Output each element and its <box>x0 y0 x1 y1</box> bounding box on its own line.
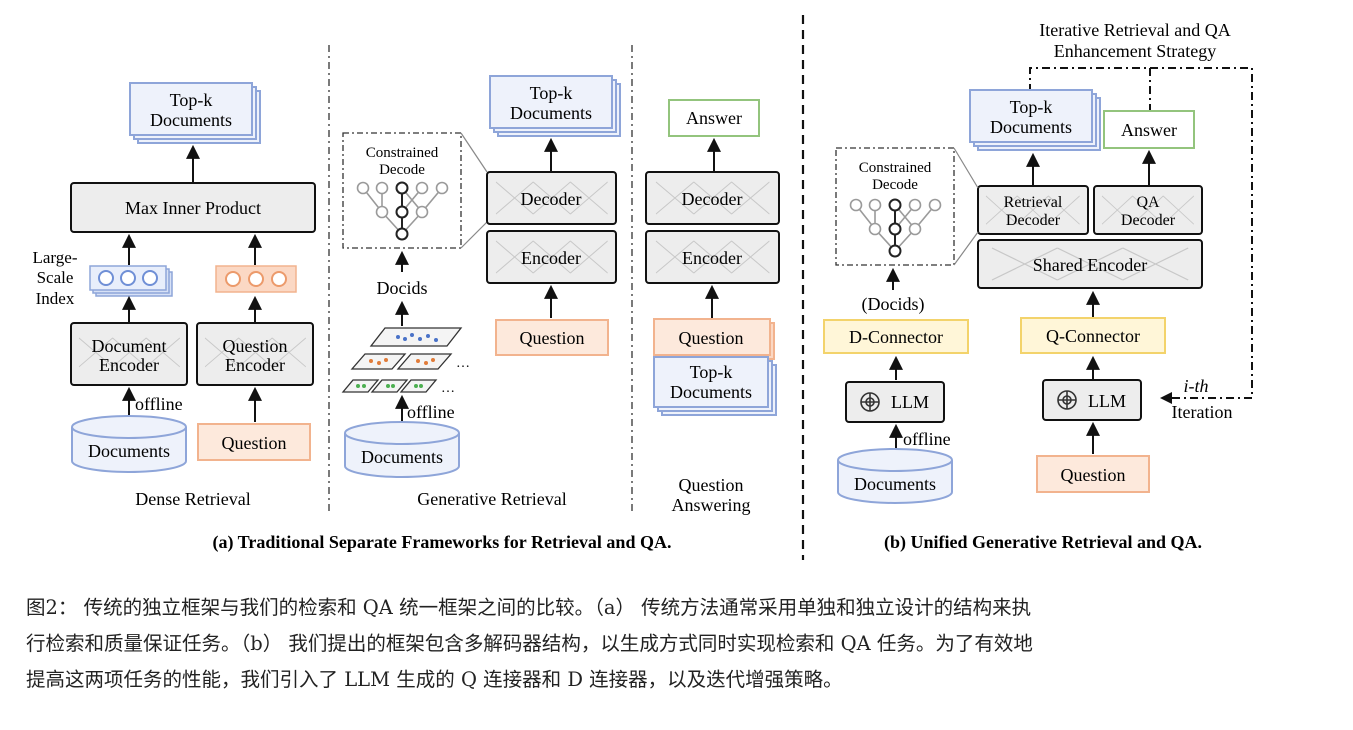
question-embedding <box>215 265 297 293</box>
qa-decoder-box-unified: QA Decoder <box>1093 185 1203 235</box>
unified-qa-decoder-line1: QA <box>1136 194 1160 211</box>
llm-box-left: LLM <box>845 381 945 423</box>
index-label-line3: Index <box>36 289 75 308</box>
unified-topk-line2: Documents <box>990 117 1072 137</box>
dense-offline-label: offline <box>135 394 183 414</box>
unified-constrained-decode: Constrained Decode <box>835 147 955 266</box>
strategy-title-line2: Enhancement Strategy <box>1054 41 1216 61</box>
docid-hierarchy-planes: … … <box>341 327 470 396</box>
qa-decoder-box: Decoder <box>645 171 780 225</box>
question-encoder-line1: Question <box>223 336 288 356</box>
subfigure-a-caption: (a) Traditional Separate Frameworks for … <box>213 532 672 553</box>
gen-constrained-line1: Constrained <box>366 145 439 161</box>
qa-encoder-box: Encoder <box>645 230 780 284</box>
gen-question-box: Question <box>495 319 609 356</box>
unified-docids-label: (Docids) <box>862 294 925 315</box>
qa-topk-documents: Top-k Documents <box>653 356 777 416</box>
dense-topk-line1: Top-k <box>170 90 213 110</box>
dense-retrieval-title: Dense Retrieval <box>135 489 250 509</box>
unified-constrained-line1: Constrained <box>859 160 932 176</box>
d-connector-label: D-Connector <box>849 327 943 347</box>
gen-topk-line2: Documents <box>510 103 592 123</box>
iteration-loop <box>1029 67 1253 399</box>
gen-decoder-label: Decoder <box>521 189 582 209</box>
qa-topk-line1: Top-k <box>690 362 733 382</box>
iteration-label: Iteration <box>1172 402 1233 422</box>
comparison-figure: Top-k Documents Max Inner Product Large-… <box>33 15 1253 560</box>
llm-logo-icon <box>1057 390 1077 410</box>
index-label-line1: Large- <box>33 248 78 267</box>
subfigure-b-caption: (b) Unified Generative Retrieval and QA. <box>884 532 1202 553</box>
unified-topk-documents: Top-k Documents <box>969 89 1101 151</box>
generative-retrieval-title: Generative Retrieval <box>417 489 566 509</box>
gen-topk-documents: Top-k Documents <box>489 75 621 137</box>
question-encoder-line2: Encoder <box>225 355 285 375</box>
dense-documents-label: Documents <box>88 441 170 461</box>
q-connector-box: Q-Connector <box>1020 317 1166 354</box>
gen-topk-line1: Top-k <box>530 83 573 103</box>
qa-encoder-label: Encoder <box>682 248 742 268</box>
unified-answer-box: Answer <box>1103 110 1195 149</box>
llm-right-label: LLM <box>1088 391 1126 411</box>
dense-documents-database: Documents <box>71 415 187 473</box>
caption-line-2: 行检索和质量保证任务。（b） 我们提出的框架包含多解码器结构，以生成方式同时实现… <box>26 632 1033 655</box>
strategy-title-line1: Iterative Retrieval and QA <box>1039 20 1230 40</box>
llm-logo-icon <box>860 392 880 412</box>
qa-title-line1: Question <box>679 475 744 495</box>
q-connector-label: Q-Connector <box>1046 326 1140 346</box>
index-label-line2: Scale <box>37 268 74 287</box>
gen-offline-label: offline <box>407 402 455 422</box>
caption-line-3: 提高这两项任务的性能，我们引入了 LLM 生成的 Q 连接器和 D 连接器，以及… <box>26 668 843 691</box>
dense-topk-documents: Top-k Documents <box>129 82 261 144</box>
retrieval-decoder-box: Retrieval Decoder <box>977 185 1089 235</box>
unified-constrained-line2: Decode <box>872 177 918 193</box>
qa-question-box: Question <box>653 318 775 360</box>
unified-answer-label: Answer <box>1121 120 1177 140</box>
qa-answer-box: Answer <box>668 99 760 137</box>
d-connector-box: D-Connector <box>823 319 969 354</box>
max-inner-product-label: Max Inner Product <box>125 198 261 218</box>
document-embedding-stack <box>89 265 173 297</box>
gen-constrained-line2: Decode <box>379 162 425 178</box>
unified-documents-label: Documents <box>854 474 936 494</box>
unified-qa-decoder-line2: Decoder <box>1121 212 1176 229</box>
gen-ellipsis-2: … <box>441 381 455 396</box>
unified-question-box: Question <box>1036 455 1150 493</box>
shared-encoder-box: Shared Encoder <box>977 239 1203 289</box>
qa-title-line2: Answering <box>672 495 751 515</box>
caption-line-1: 图2： 传统的独立框架与我们的检索和 QA 统一框架之间的比较。（a） 传统方法… <box>26 596 1032 619</box>
retrieval-decoder-line2: Decoder <box>1006 212 1061 229</box>
llm-left-label: LLM <box>891 392 929 412</box>
figure-caption: 图2： 传统的独立框架与我们的检索和 QA 统一框架之间的比较。（a） 传统方法… <box>26 590 1326 698</box>
document-encoder-box: Document Encoder <box>70 322 188 386</box>
retrieval-decoder-line1: Retrieval <box>1004 194 1063 211</box>
dense-question-box: Question <box>197 423 311 461</box>
unified-offline-label: offline <box>903 429 951 449</box>
question-encoder-box: Question Encoder <box>196 322 314 386</box>
gen-constrained-decode: Constrained Decode <box>342 132 462 249</box>
dense-question-label: Question <box>222 433 287 453</box>
gen-ellipsis-1: … <box>456 356 470 371</box>
qa-question-label: Question <box>679 328 744 348</box>
max-inner-product-box: Max Inner Product <box>70 182 316 233</box>
llm-box-right: LLM <box>1042 379 1142 421</box>
document-encoder-line2: Encoder <box>99 355 159 375</box>
gen-encoder-label: Encoder <box>521 248 581 268</box>
qa-topk-line2: Documents <box>670 382 752 402</box>
ith-label: i-th <box>1184 376 1209 396</box>
gen-question-label: Question <box>520 328 585 348</box>
qa-answer-label: Answer <box>686 108 742 128</box>
qa-decoder-label: Decoder <box>682 189 743 209</box>
gen-documents-label: Documents <box>361 447 443 467</box>
dense-topk-line2: Documents <box>150 110 232 130</box>
gen-decoder-box: Decoder <box>486 171 617 225</box>
unified-documents-database: Documents <box>837 448 953 504</box>
unified-topk-line1: Top-k <box>1010 97 1053 117</box>
shared-encoder-label: Shared Encoder <box>1033 255 1147 275</box>
unified-question-label: Question <box>1061 465 1126 485</box>
gen-encoder-box: Encoder <box>486 230 617 284</box>
gen-docids-label: Docids <box>377 278 428 298</box>
gen-documents-database: Documents <box>344 421 460 478</box>
document-encoder-line1: Document <box>92 336 167 356</box>
